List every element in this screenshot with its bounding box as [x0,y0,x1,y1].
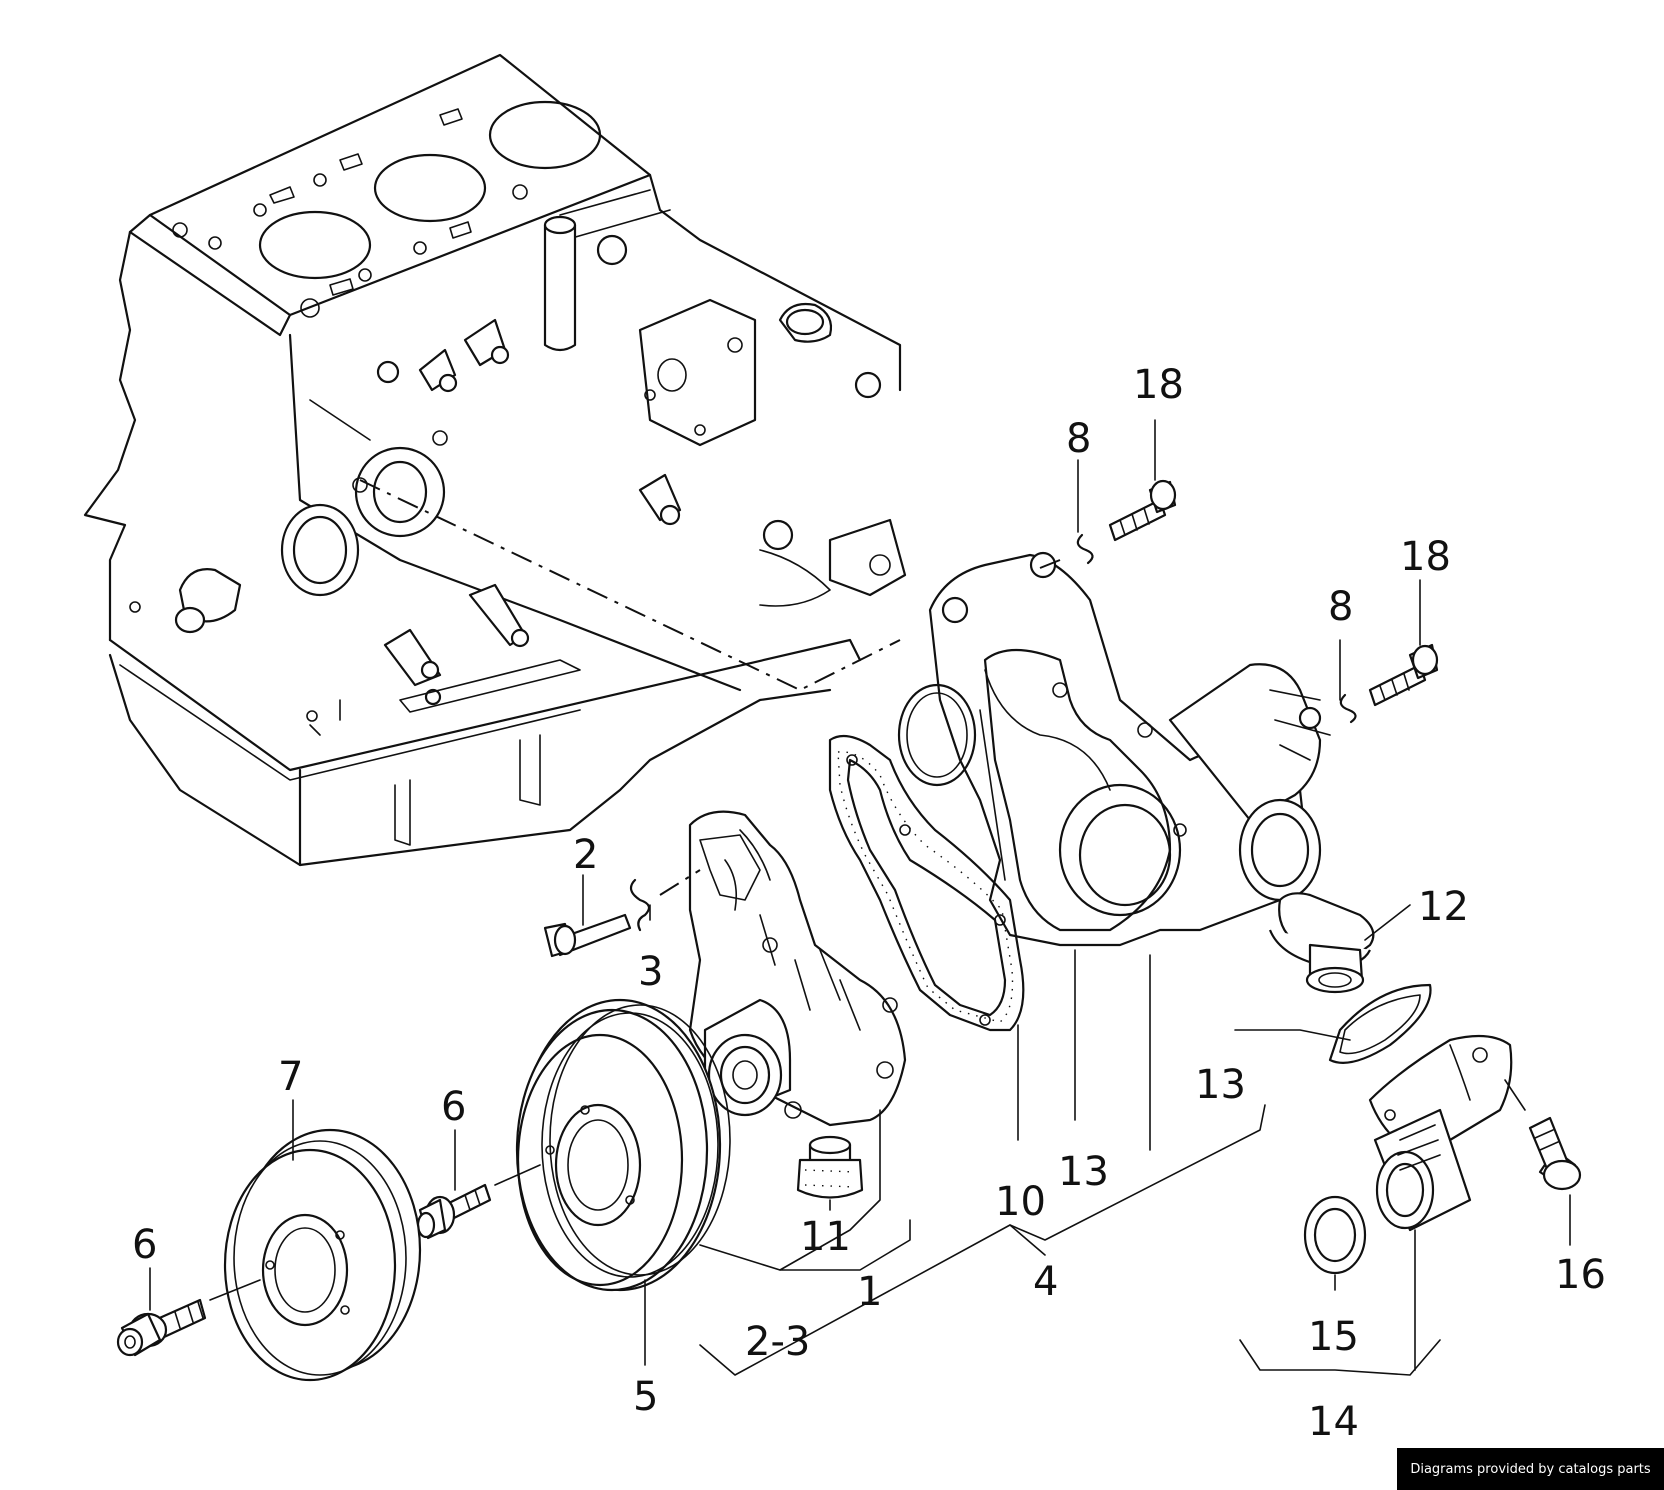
pulley-bolt-lower [116,1279,261,1357]
thermostat-cover [1368,1034,1513,1232]
sealing-ring [1303,1195,1367,1275]
callout-7: 7 [278,1054,303,1100]
callout-16: 16 [1555,1252,1606,1298]
pump-gasket [828,734,1025,1032]
callout-2: 2 [573,832,598,878]
callout-15: 15 [1308,1314,1359,1360]
callout-17: 18 [1133,362,1184,408]
callout-11: 11 [800,1214,851,1260]
callout-4: 4 [1033,1259,1058,1305]
callout-2-3: 2-3 [745,1319,810,1365]
callout-8-lower: 8 [1328,584,1353,630]
housing-bolt-upper [1039,479,1177,569]
callout-14: 14 [1308,1399,1359,1445]
thermostat-seal [1328,983,1432,1064]
callout-13-lower: 13 [1195,1062,1246,1108]
callout-18: 18 [1400,534,1451,580]
callouts: 18 8 18 8 2 3 12 13 7 6 6 11 10 13 16 4 … [132,362,1606,1445]
catalog-credit-text: Diagrams provided by catalogs parts [1410,1461,1651,1477]
callout-10: 10 [995,1179,1046,1225]
cover-bolt [1504,1079,1582,1191]
callout-5: 5 [633,1374,658,1420]
engine-block [83,53,907,867]
small-pulley [223,1128,422,1382]
callout-1: 1 [857,1269,882,1315]
assembly-centerline [359,479,901,692]
bolt-and-washer [543,869,701,958]
housing-flange-outline [983,648,1172,932]
callout-12: 12 [1418,884,1469,930]
water-pump [688,810,907,1127]
callout-6-upper: 6 [441,1084,466,1130]
plug [796,1135,864,1199]
large-pulley [515,998,731,1292]
callout-8-upper: 8 [1066,416,1091,462]
pump-housing [928,551,1331,947]
callout-13-upper: 13 [1058,1149,1109,1195]
thermostat [1268,892,1375,994]
o-ring [897,683,977,787]
pulley-bolt-upper [416,1164,541,1240]
leader-lines [149,419,1571,1376]
callout-3: 3 [638,949,663,995]
housing-bolt-lower [1339,643,1439,724]
callout-6-lower: 6 [132,1222,157,1268]
catalog-credit-badge: Diagrams provided by catalogs parts [1397,1448,1664,1490]
